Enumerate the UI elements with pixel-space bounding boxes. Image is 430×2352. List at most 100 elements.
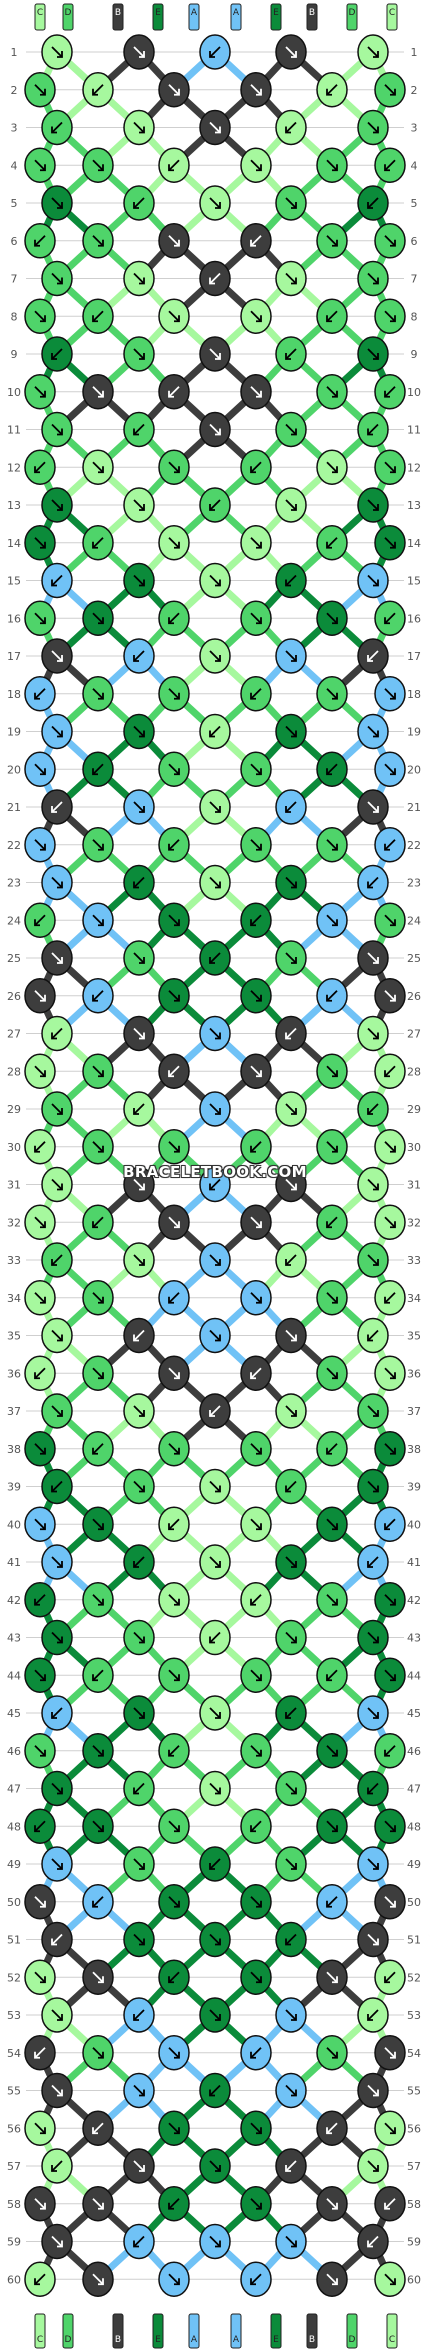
down-right-arrow-icon xyxy=(285,1103,297,1115)
down-right-arrow-icon xyxy=(285,650,297,662)
knot xyxy=(82,2035,114,2071)
row-number-left: 44 xyxy=(7,1669,21,1682)
knot xyxy=(240,1129,272,1165)
down-left-arrow-icon xyxy=(384,839,396,851)
down-right-arrow-icon xyxy=(367,46,379,58)
knot xyxy=(123,638,155,674)
down-right-arrow-icon xyxy=(326,2047,338,2059)
down-right-arrow-icon xyxy=(133,952,145,964)
knot xyxy=(240,902,272,938)
down-right-arrow-icon xyxy=(285,197,297,209)
svg-text:D: D xyxy=(349,2335,356,2345)
down-right-arrow-icon xyxy=(326,1594,338,1606)
svg-text:E: E xyxy=(273,8,279,18)
string-end-bottom: B xyxy=(306,2313,318,2349)
down-left-arrow-icon xyxy=(367,423,379,436)
row-number-right: 1 xyxy=(411,46,418,59)
knot xyxy=(240,1959,272,1995)
knot xyxy=(82,902,114,938)
knot xyxy=(24,751,56,787)
down-right-arrow-icon xyxy=(168,1896,180,1908)
knot xyxy=(158,1959,190,1995)
row-number-right: 29 xyxy=(407,1103,421,1116)
row-number-left: 32 xyxy=(7,1216,21,1229)
knot xyxy=(158,374,190,410)
down-right-arrow-icon xyxy=(326,1292,338,1304)
knot xyxy=(374,2261,406,2297)
row-number-right: 59 xyxy=(407,2236,421,2249)
down-right-arrow-icon xyxy=(133,1254,145,1266)
down-right-arrow-icon xyxy=(92,1141,104,1153)
down-left-arrow-icon xyxy=(384,1745,396,1757)
down-right-arrow-icon xyxy=(209,1782,221,1795)
knot xyxy=(275,1242,307,1278)
row-number-left: 50 xyxy=(7,1896,21,1909)
knot xyxy=(316,2035,348,2071)
row-number-left: 60 xyxy=(7,2273,21,2286)
down-right-arrow-icon xyxy=(168,1820,180,1833)
down-right-arrow-icon xyxy=(285,2009,297,2021)
knot xyxy=(41,260,73,297)
down-left-arrow-icon xyxy=(285,2160,297,2172)
down-left-arrow-icon xyxy=(92,1669,104,1682)
down-right-arrow-icon xyxy=(92,386,104,398)
down-right-arrow-icon xyxy=(250,2198,262,2210)
down-left-arrow-icon xyxy=(326,1896,338,1908)
knot xyxy=(82,1959,114,1995)
row-number-left: 56 xyxy=(7,2122,21,2135)
knot xyxy=(357,713,389,750)
knot xyxy=(82,1733,114,1769)
knot xyxy=(240,1582,272,1618)
down-right-arrow-icon xyxy=(367,725,379,738)
down-left-arrow-icon xyxy=(51,1254,63,1266)
knot xyxy=(316,1657,348,1693)
down-right-arrow-icon xyxy=(326,1065,338,1078)
down-left-arrow-icon xyxy=(34,235,46,247)
down-right-arrow-icon xyxy=(367,1858,379,1870)
down-right-arrow-icon xyxy=(51,1631,63,1644)
down-right-arrow-icon xyxy=(384,1669,396,1682)
knot xyxy=(41,1619,73,1656)
down-left-arrow-icon xyxy=(92,1443,104,1455)
down-left-arrow-icon xyxy=(51,2160,63,2172)
knot xyxy=(316,374,348,410)
row-number-right: 42 xyxy=(407,1594,421,1607)
knot xyxy=(41,1695,73,1731)
down-left-arrow-icon xyxy=(250,461,262,474)
knot xyxy=(316,676,348,712)
knot xyxy=(316,1053,348,1089)
down-left-arrow-icon xyxy=(51,1027,63,1040)
knot xyxy=(275,2223,307,2260)
knot xyxy=(82,2110,114,2146)
row-number-left: 59 xyxy=(7,2236,21,2249)
down-right-arrow-icon xyxy=(250,1216,262,1229)
string-end-top: C xyxy=(34,3,46,31)
down-right-arrow-icon xyxy=(34,2122,46,2135)
down-left-arrow-icon xyxy=(285,1480,297,1493)
svg-text:C: C xyxy=(389,8,395,18)
knot xyxy=(199,1997,231,2033)
knot xyxy=(123,1393,155,1429)
row-number-right: 56 xyxy=(407,2122,421,2135)
row-number-right: 48 xyxy=(407,1820,421,1833)
down-right-arrow-icon xyxy=(92,1518,104,1531)
knot xyxy=(123,1242,155,1278)
down-right-arrow-icon xyxy=(250,1896,262,1908)
down-left-arrow-icon xyxy=(209,46,221,58)
knot xyxy=(158,1355,190,1391)
knot xyxy=(24,72,56,108)
knot xyxy=(123,487,155,523)
knot xyxy=(357,336,389,372)
down-right-arrow-icon xyxy=(384,990,396,1002)
down-right-arrow-icon xyxy=(384,763,396,776)
knot xyxy=(82,1808,114,1844)
knot xyxy=(24,2261,56,2297)
knot xyxy=(374,1733,406,1769)
down-right-arrow-icon xyxy=(34,159,46,172)
row-number-left: 42 xyxy=(7,1594,21,1607)
down-right-arrow-icon xyxy=(384,688,396,700)
row-number-right: 60 xyxy=(407,2273,421,2286)
knot xyxy=(82,223,114,259)
row-number-right: 50 xyxy=(407,1896,421,1909)
knot xyxy=(82,1053,114,1089)
